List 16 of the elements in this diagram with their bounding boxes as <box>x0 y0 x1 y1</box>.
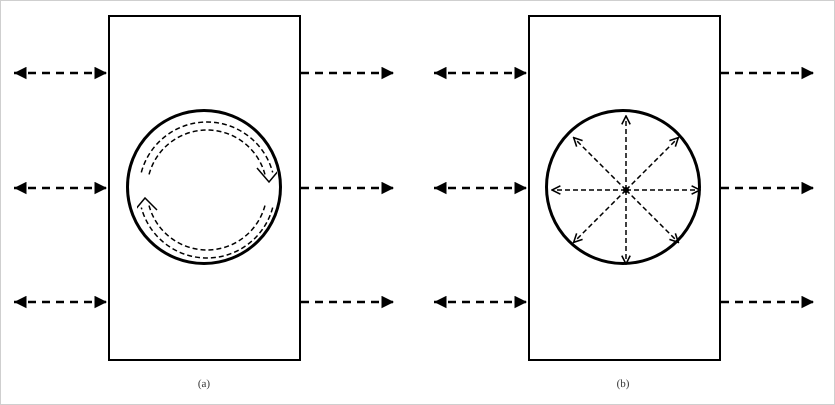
dashed-arrow <box>721 182 814 194</box>
dashed-arrow <box>301 66 394 80</box>
panel-label: (b) <box>616 379 630 390</box>
panel-label: (a) <box>198 379 210 390</box>
dashed-arrow <box>301 296 394 308</box>
rectangle-box <box>528 15 721 361</box>
dashed-arrow <box>14 296 107 308</box>
dashed-arrow <box>301 182 394 194</box>
dashed-arrow <box>721 296 814 308</box>
dashed-arrow <box>434 182 527 194</box>
dashed-arrow <box>14 66 107 80</box>
dashed-arrow <box>14 182 107 194</box>
rectangle-box <box>108 15 301 361</box>
dashed-arrow <box>434 296 527 308</box>
dashed-arrow <box>434 66 527 80</box>
dashed-arrow <box>721 66 814 80</box>
